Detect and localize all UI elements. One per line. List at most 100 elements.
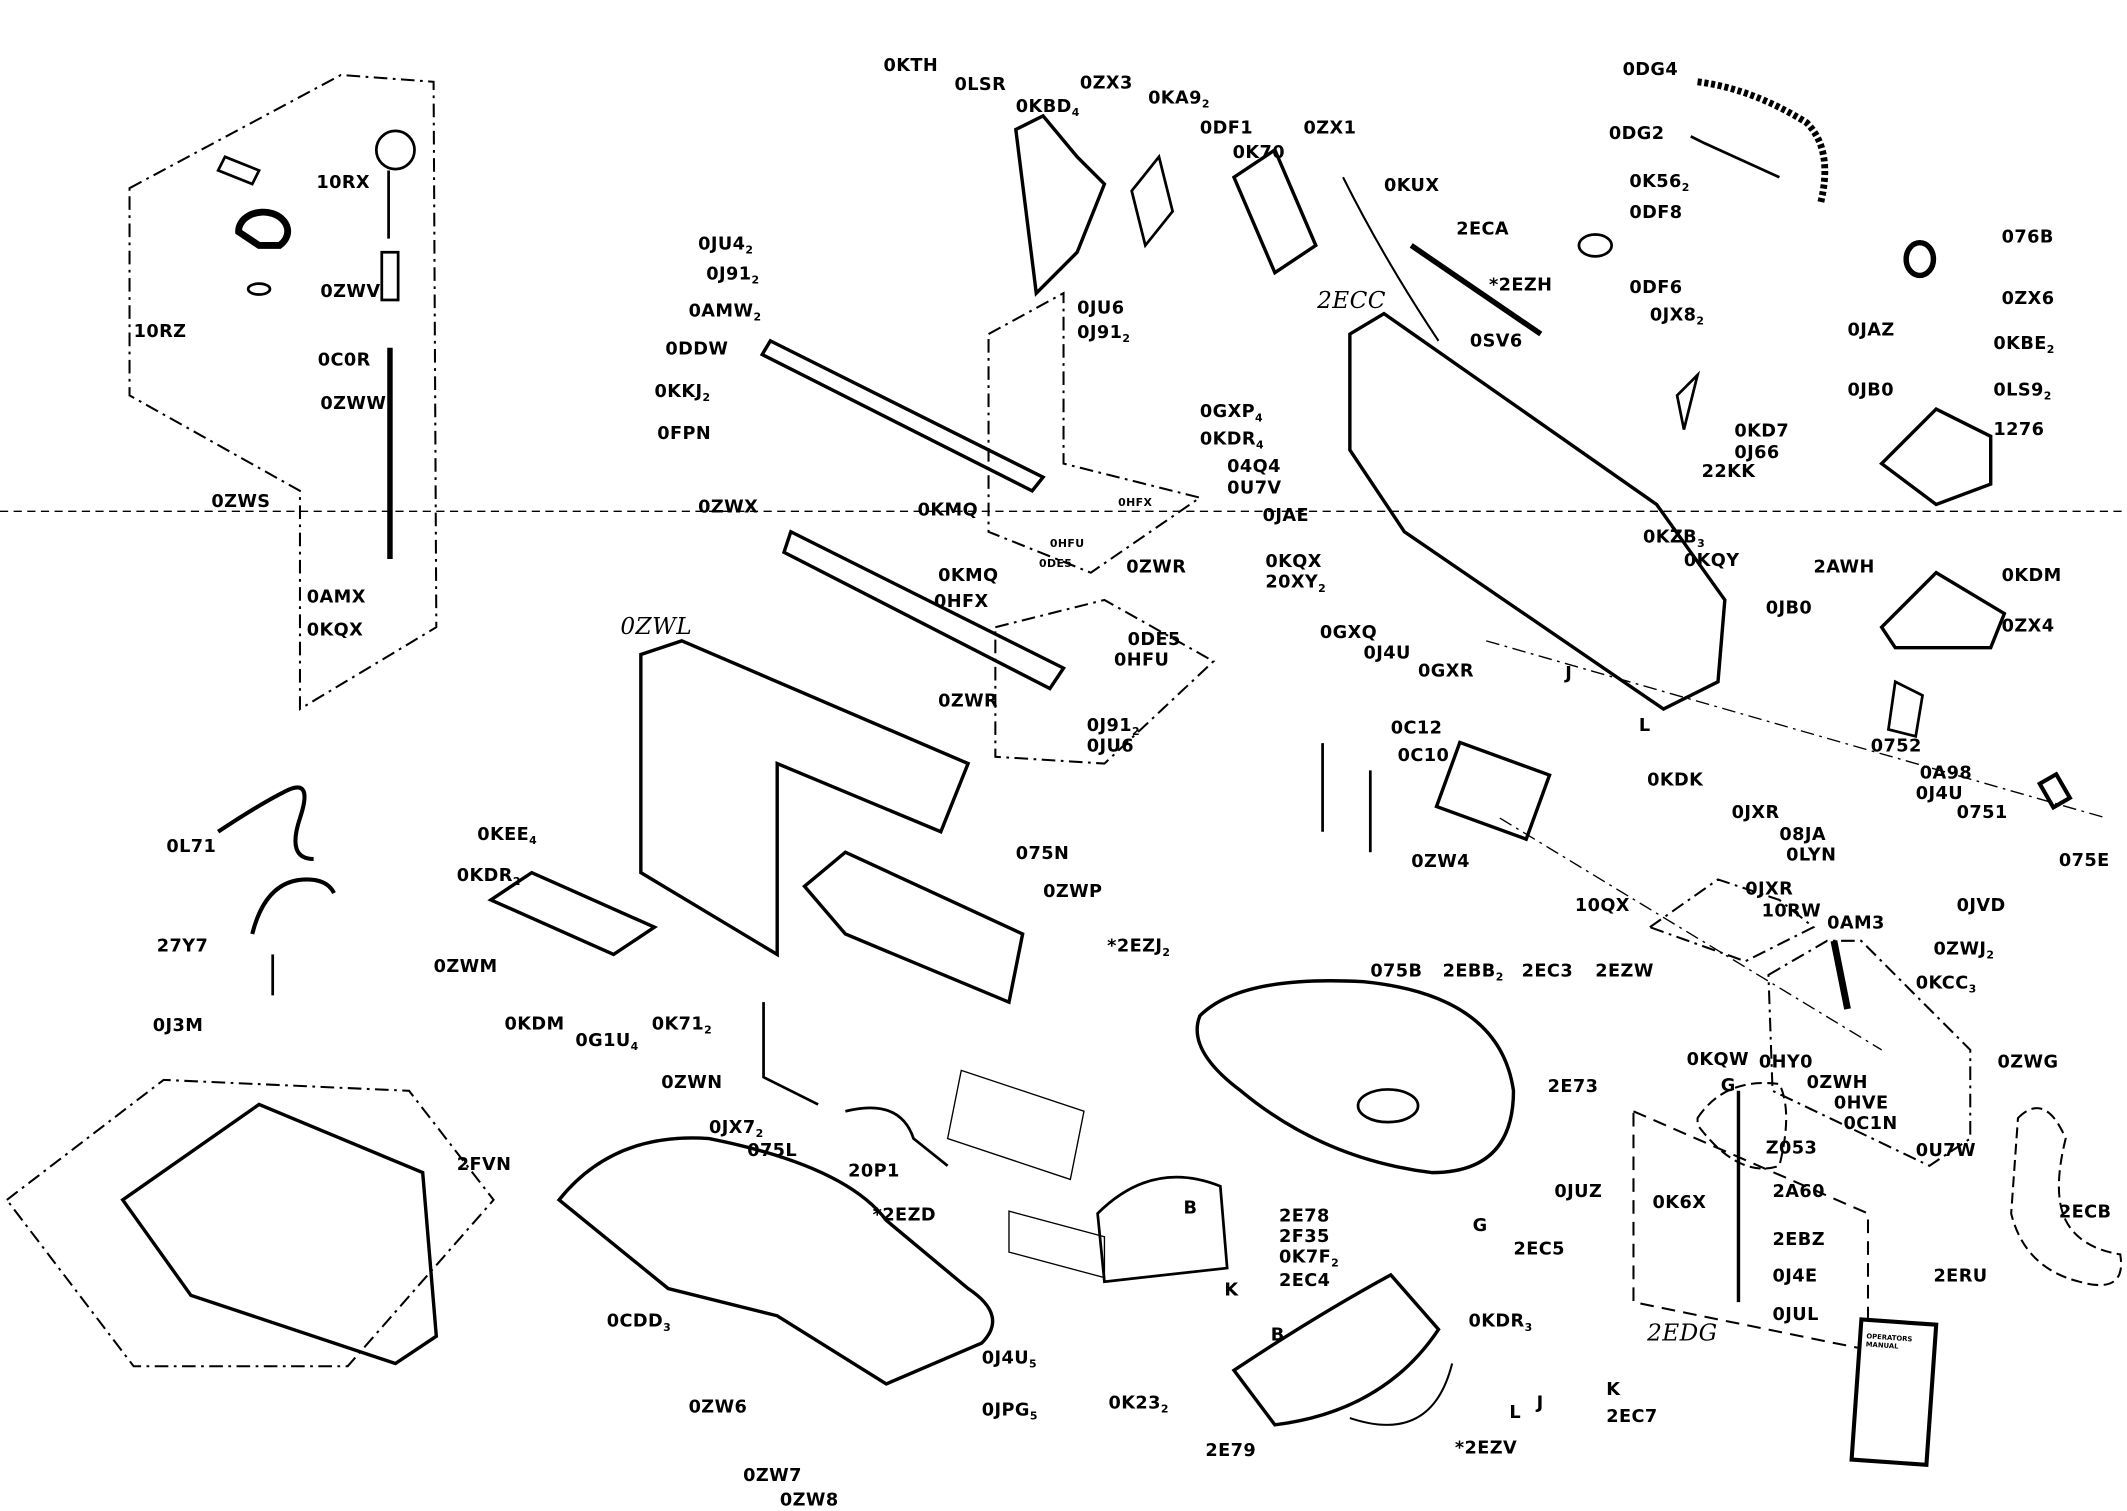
- part-number: 0KA9: [1148, 88, 1202, 110]
- part-label: 2E79: [1205, 1443, 1256, 1461]
- part-number: 2EBZ: [1772, 1229, 1826, 1251]
- label-2ezd: [946, 1069, 1085, 1181]
- part-quantity-subscript: 4: [1255, 439, 1264, 452]
- part-label: 0KA92: [1148, 90, 1210, 110]
- part-number: 0JU6: [1086, 736, 1135, 757]
- part-label: 0KBE2: [1993, 335, 2054, 355]
- part-number: 2EC4: [1278, 1270, 1331, 1292]
- part-label: 0DF1: [1200, 120, 1253, 138]
- part-number: 0AM3: [1827, 913, 1885, 934]
- part-0dg4-spring: [1697, 78, 1829, 206]
- part-number: 20XY: [1265, 572, 1319, 594]
- part-label: 0ZX6: [2002, 290, 2055, 308]
- part-number: 04Q4: [1227, 456, 1281, 478]
- part-label: 0DF6: [1629, 280, 1682, 298]
- part-label: 0ZWL: [620, 616, 692, 639]
- part-number: 0KD7: [1734, 421, 1790, 442]
- part-number: 2ECC: [1317, 287, 1386, 315]
- part-label: 0JAE: [1263, 507, 1309, 525]
- part-number: 0JB0: [1847, 380, 1894, 401]
- part-number: 0ZX4: [2001, 616, 2055, 637]
- part-2fvn-housing: [120, 1102, 439, 1366]
- part-label: 2ERU: [1933, 1268, 1987, 1286]
- part-label: 0JU42: [698, 236, 753, 256]
- part-label: L: [1639, 717, 1651, 735]
- part-number: 0KDR: [1199, 429, 1256, 450]
- part-number: 0KDR: [456, 865, 513, 887]
- part-number: L: [1638, 715, 1651, 737]
- group-boundary-2fvn: [5, 1078, 495, 1368]
- part-0zwl-housing: [639, 639, 971, 958]
- part-quantity-subscript: 2: [512, 875, 521, 888]
- group-boundary-0zws: [128, 73, 438, 711]
- part-number: 0K23: [1108, 1393, 1161, 1414]
- part-number: 0ZWX: [698, 497, 759, 519]
- part-0dg2: [1690, 135, 1780, 179]
- part-label: 2EDG: [1647, 1322, 1717, 1346]
- part-label: 0L71: [166, 839, 216, 857]
- part-number: 0ZX1: [1303, 118, 1357, 140]
- part-label: 0AMW2: [689, 303, 762, 323]
- group-boundary-0zwg: [1767, 939, 1972, 1167]
- part-number: 0J4U: [1915, 784, 1964, 805]
- part-label: 0KKJ2: [654, 383, 710, 403]
- part-label: 0JVD: [1957, 897, 2006, 915]
- part-number: 0KUX: [1383, 175, 1440, 197]
- part-label: 08JA: [1779, 826, 1826, 844]
- part-label: 0ZWV: [320, 284, 380, 302]
- group-boundary-2ecb: [2010, 1107, 2123, 1287]
- part-076b: [1903, 239, 1937, 279]
- part-number: 0GXR: [1418, 661, 1474, 682]
- group-boundary-10qx: [1647, 878, 1816, 963]
- part-label: 0KBD4: [1016, 98, 1080, 118]
- part-number: 0KQY: [1683, 550, 1740, 572]
- part-quantity-subscript: 2: [1696, 314, 1705, 328]
- part-label: B: [1271, 1327, 1285, 1345]
- part-number: 0JAZ: [1847, 320, 1895, 341]
- part-number: 0ZW7: [743, 1465, 802, 1487]
- part-label: 2A60: [1773, 1184, 1825, 1202]
- part-quantity-subscript: 4: [630, 1040, 639, 1053]
- part-label: 0HVE: [1834, 1095, 1889, 1113]
- part-label: 0JU6: [1077, 300, 1124, 318]
- part-number: 0HVE: [1833, 1093, 1889, 1114]
- part-label: 0GXR: [1418, 663, 1474, 681]
- part-number: 0JX8: [1649, 305, 1697, 326]
- part-number: 0CDD: [606, 1311, 664, 1333]
- part-label: 0ZWM: [434, 959, 498, 977]
- part-0df8: [1577, 233, 1614, 258]
- part-number: 0KCC: [1915, 973, 1969, 994]
- part-label: *2EZD: [873, 1207, 936, 1225]
- part-number: 0JX7: [709, 1118, 756, 1139]
- part-number: 0LS9: [1993, 380, 2044, 401]
- part-label: 2EC5: [1513, 1241, 1564, 1259]
- part-number: 0JXR: [1745, 879, 1794, 900]
- part-label: 0JXR: [1732, 804, 1780, 822]
- part-label: 0K712: [652, 1016, 712, 1036]
- part-number: B: [1270, 1325, 1285, 1346]
- part-label: 0C0R: [318, 352, 371, 370]
- part-number: 0DDW: [665, 339, 729, 360]
- part-label: 0ZWP: [1043, 884, 1102, 902]
- part-0zwv: [380, 250, 400, 302]
- part-label: 0AM3: [1827, 915, 1885, 933]
- part-0752: [1886, 679, 1925, 738]
- part-0zx3: [1013, 113, 1107, 297]
- part-number: 22KK: [1701, 462, 1756, 483]
- part-label: J: [1537, 1395, 1544, 1413]
- part-number: 2E78: [1278, 1206, 1330, 1228]
- part-label: 0LYN: [1786, 847, 1836, 865]
- part-label: *2EZV: [1455, 1440, 1517, 1458]
- part-label: 0DG4: [1623, 61, 1679, 79]
- part-number: 0JXR: [1731, 803, 1780, 824]
- part-10rz-gear: [235, 208, 292, 249]
- part-label: 0ZX1: [1304, 120, 1357, 138]
- part-quantity-subscript: 3: [1524, 1321, 1533, 1334]
- part-label: 0DG2: [1609, 125, 1665, 143]
- part-2e78-scale: [1096, 1175, 1229, 1284]
- part-quantity-subscript: 3: [663, 1321, 672, 1334]
- part-label: 0ZWH: [1807, 1074, 1868, 1092]
- part-number: 0FPN: [657, 424, 712, 445]
